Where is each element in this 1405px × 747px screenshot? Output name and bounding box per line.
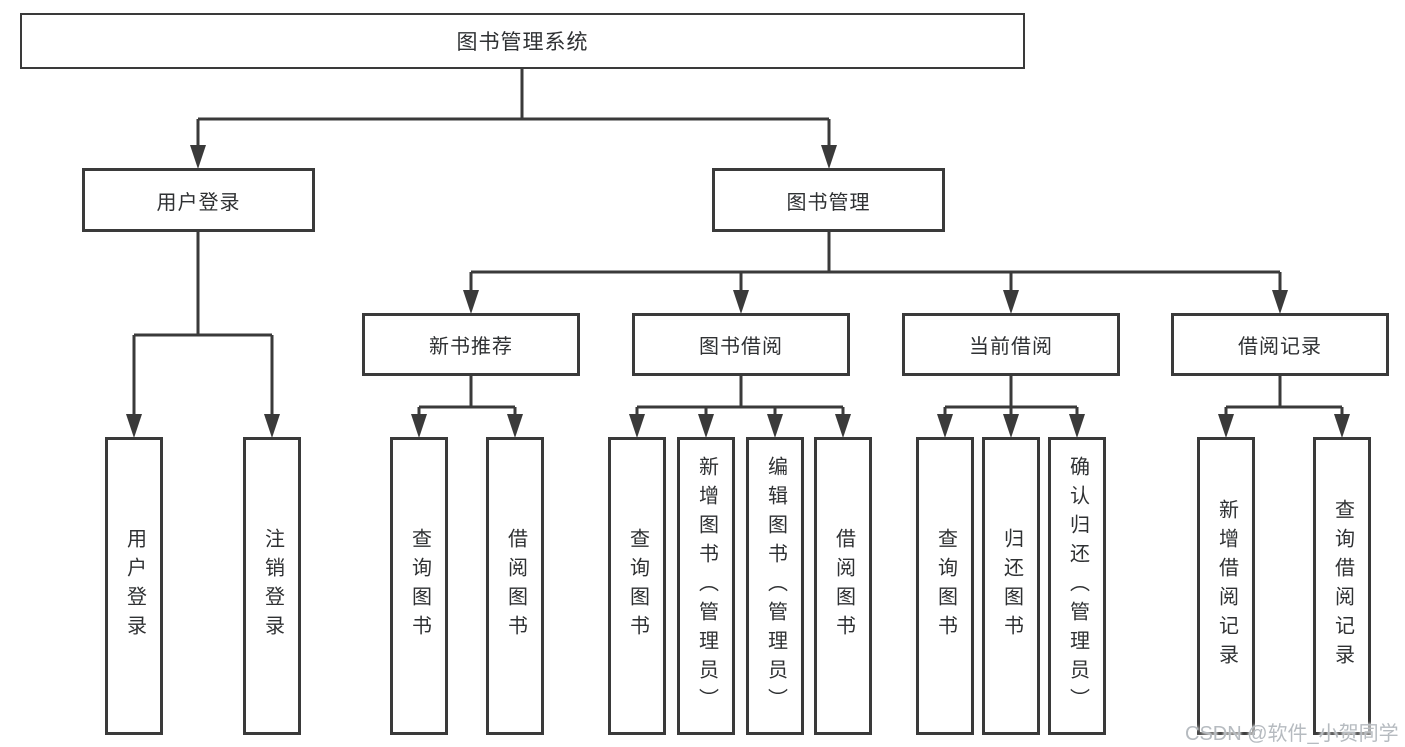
leaf-label: 查询借阅记录 xyxy=(1331,499,1354,673)
node-user-login: 用户登录 xyxy=(82,168,315,232)
connector-strokes xyxy=(132,69,1344,420)
csdn-watermark: CSDN @软件_小贺同学 xyxy=(1185,723,1399,745)
node-label: 当前借阅 xyxy=(969,336,1053,358)
leaf-recommend-borrow-books: 借阅图书 xyxy=(486,437,544,735)
node-borrowing-records: 借阅记录 xyxy=(1171,313,1389,376)
leaf-current-return-books: 归还图书 xyxy=(982,437,1040,735)
leaf-label: 确认归还（管理员） xyxy=(1066,455,1089,717)
leaf-label: 归还图书 xyxy=(1000,528,1023,644)
node-label: 新书推荐 xyxy=(429,336,513,358)
node-label: 图书管理系统 xyxy=(456,31,589,54)
node-library-system-root: 图书管理系统 xyxy=(20,13,1025,69)
arrowheads xyxy=(126,145,1350,438)
node-label: 图书借阅 xyxy=(699,336,783,358)
leaf-logout: 注销登录 xyxy=(243,437,301,735)
leaf-label: 新增图书（管理员） xyxy=(695,455,718,717)
leaf-user-login: 用户登录 xyxy=(105,437,163,735)
leaf-current-confirm-return-admin: 确认归还（管理员） xyxy=(1048,437,1106,735)
leaf-label: 查询图书 xyxy=(934,528,957,644)
leaf-label: 查询图书 xyxy=(408,528,431,644)
node-book-borrowing: 图书借阅 xyxy=(632,313,850,376)
node-book-management: 图书管理 xyxy=(712,168,945,232)
leaf-borrowing-borrow-books: 借阅图书 xyxy=(814,437,872,735)
leaf-borrowing-add-books-admin: 新增图书（管理员） xyxy=(677,437,735,735)
node-label: 图书管理 xyxy=(786,191,871,214)
node-label: 用户登录 xyxy=(156,191,241,214)
leaf-borrowing-query-books: 查询图书 xyxy=(608,437,666,735)
leaf-borrowing-edit-books-admin: 编辑图书（管理员） xyxy=(746,437,804,735)
leaf-label: 查询图书 xyxy=(626,528,649,644)
leaf-label: 新增借阅记录 xyxy=(1215,499,1238,673)
leaf-recommend-query-books: 查询图书 xyxy=(390,437,448,735)
leaf-label: 借阅图书 xyxy=(832,528,855,644)
leaf-label: 注销登录 xyxy=(261,528,284,644)
node-label: 借阅记录 xyxy=(1238,336,1322,358)
leaf-records-query-record: 查询借阅记录 xyxy=(1313,437,1371,735)
leaf-records-add-record: 新增借阅记录 xyxy=(1197,437,1255,735)
node-new-book-recommendation: 新书推荐 xyxy=(362,313,580,376)
leaf-label: 借阅图书 xyxy=(504,528,527,644)
leaf-label: 用户登录 xyxy=(123,528,146,644)
leaf-current-query-books: 查询图书 xyxy=(916,437,974,735)
node-current-borrowing: 当前借阅 xyxy=(902,313,1120,376)
leaf-label: 编辑图书（管理员） xyxy=(764,455,787,717)
